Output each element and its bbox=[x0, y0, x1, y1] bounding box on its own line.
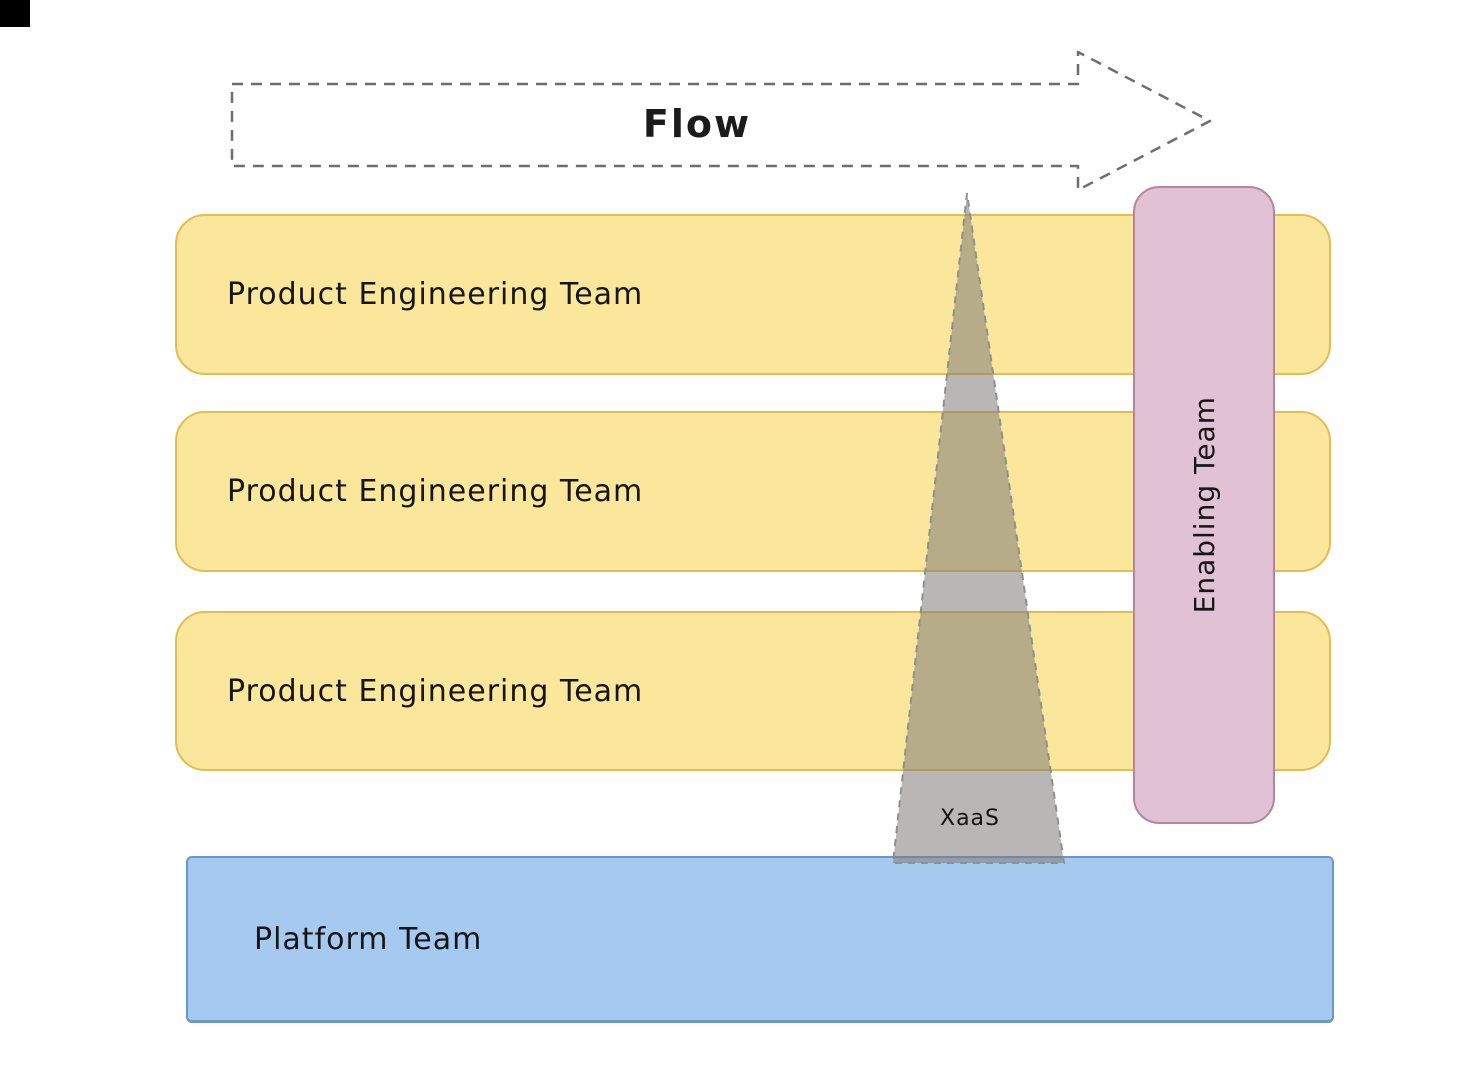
corner-mark bbox=[0, 0, 30, 27]
platform-team: Platform Team bbox=[186, 856, 1334, 1023]
flow-arrow-label: Flow bbox=[642, 102, 752, 146]
product-engineering-team-2-label: Product Engineering Team bbox=[227, 474, 644, 509]
product-engineering-team-3-label: Product Engineering Team bbox=[227, 673, 644, 709]
enabling-team: Enabling Team bbox=[1133, 186, 1275, 824]
enabling-team-label: Enabling Team bbox=[1187, 396, 1221, 614]
platform-team-label: Platform Team bbox=[254, 921, 483, 957]
product-engineering-team-1-label: Product Engineering Team bbox=[227, 277, 644, 312]
xaas-label: XaaS bbox=[940, 806, 1000, 831]
